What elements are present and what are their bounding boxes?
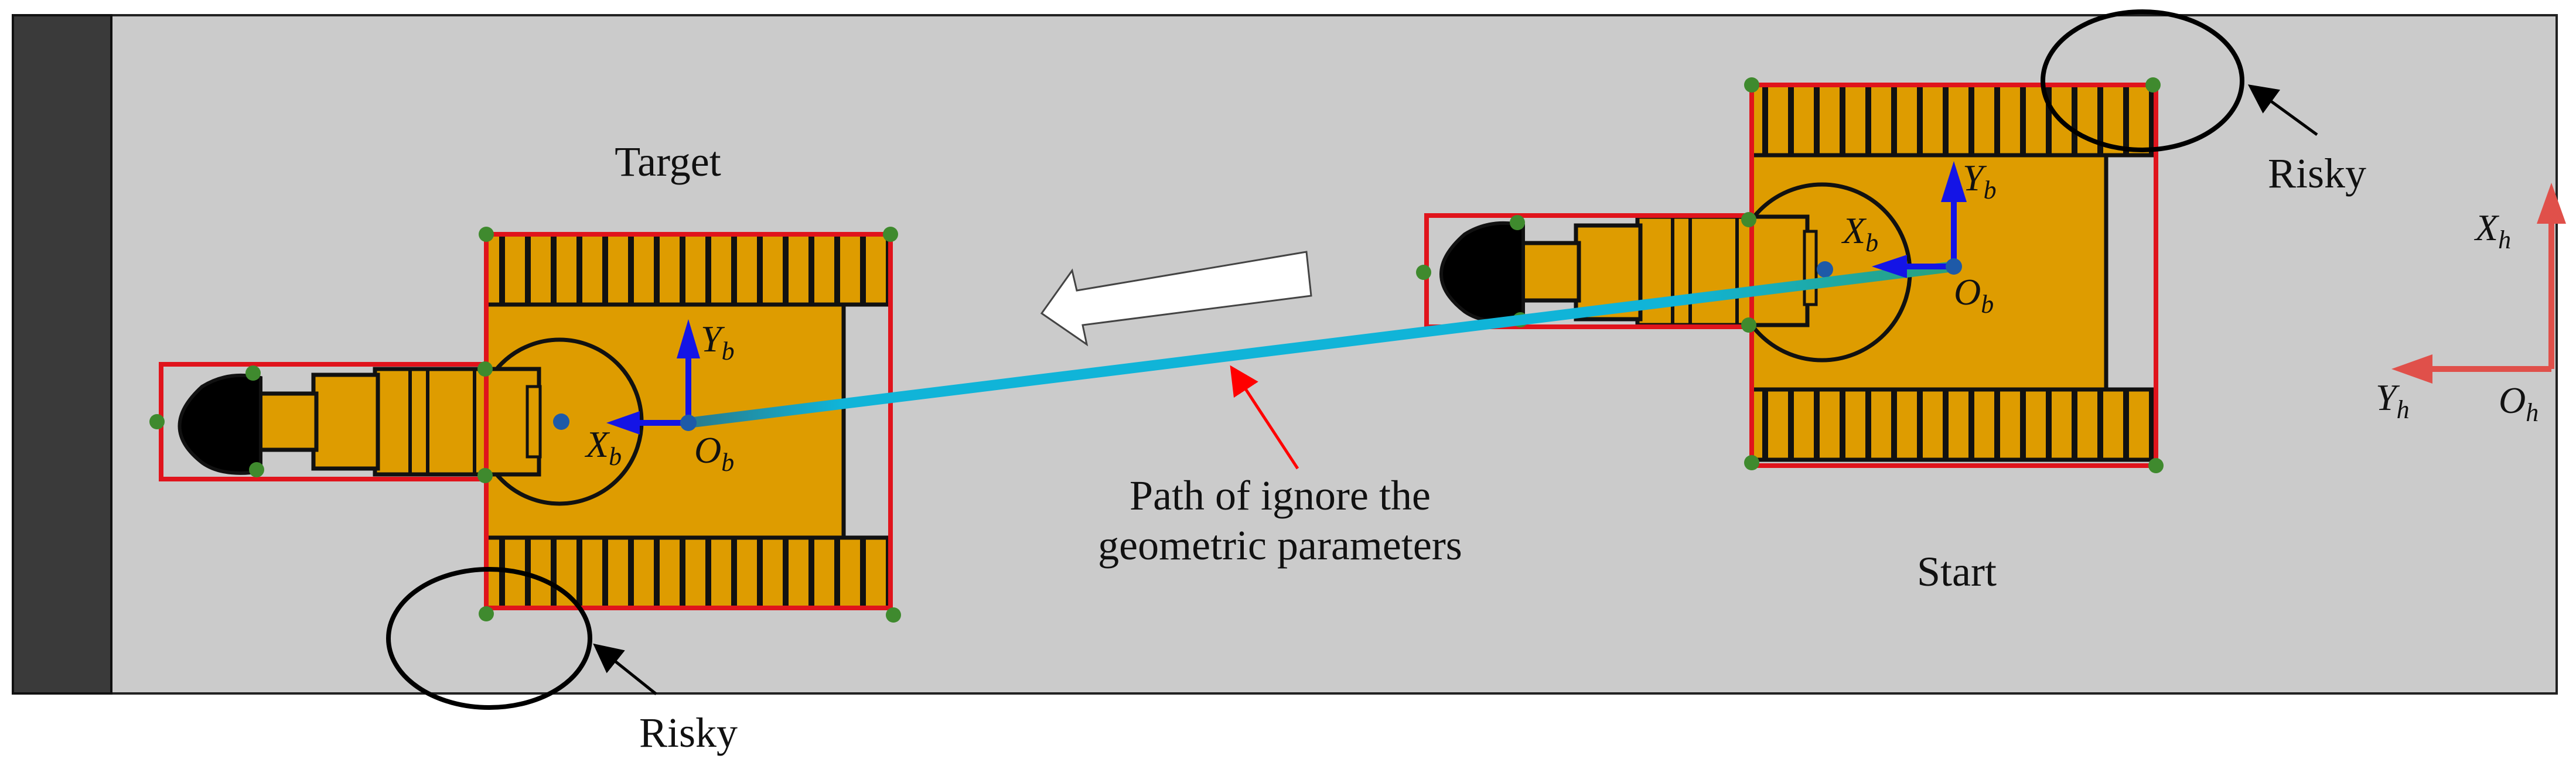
start-boom-base: [1635, 214, 1810, 327]
target-label: Target: [615, 138, 721, 185]
target-center-point: [553, 413, 569, 430]
wall: [12, 14, 112, 695]
target-yb-label: Yb: [701, 318, 735, 365]
risky-pointer-top: [2247, 84, 2318, 136]
risky-label-top: Risky: [2268, 150, 2366, 197]
start-track-upper: [1749, 83, 2158, 158]
start-corner-point: [1744, 455, 1759, 470]
start-corner-point: [1741, 317, 1756, 333]
path-caption-line1: Path of ignore the: [1130, 472, 1431, 519]
start-xb-arrowhead: [1872, 255, 1907, 278]
target-boom-base: [373, 367, 541, 477]
target-corner-point: [883, 227, 898, 242]
target-xb-label: Xb: [584, 423, 622, 471]
start-boom-cap: [1803, 230, 1818, 306]
target-corner-point: [245, 365, 261, 381]
start-yb-arrowhead: [1941, 161, 1967, 202]
target-stick: [255, 391, 319, 452]
start-ob-label: Ob: [1954, 271, 1994, 319]
start-body-axes: [1872, 161, 1967, 278]
start-corner-point: [2145, 77, 2161, 93]
risky-label-bottom: Risky: [639, 709, 738, 756]
start-corner-point: [1416, 265, 1431, 280]
target-corner-point: [249, 462, 264, 477]
target-ob-label: Ob: [694, 429, 734, 477]
start-stick: [1518, 241, 1581, 303]
target-corner-point: [886, 607, 901, 623]
home-xh-arrowhead: [2537, 183, 2566, 224]
start-origin-point: [1946, 258, 1962, 275]
start-yb-label: Yb: [1963, 157, 1997, 204]
target-track-upper: [484, 232, 893, 307]
home-xh-label: Xh: [2473, 207, 2511, 254]
home-axes: [2391, 183, 2566, 384]
target-boom-cap: [526, 385, 542, 459]
path-pointer: [1230, 365, 1299, 470]
path-line: [683, 261, 1959, 428]
target-body-axes: [606, 319, 700, 435]
start-track-lower: [1749, 387, 2158, 462]
home-yh-arrowhead: [2391, 354, 2432, 384]
target-corner-point: [477, 468, 493, 483]
start-xb-label: Xb: [1841, 210, 1878, 257]
target-arm: [311, 372, 380, 471]
start-corner-point: [1510, 215, 1525, 230]
start-corner-point: [2148, 458, 2164, 473]
home-yh-label: Yh: [2376, 377, 2410, 424]
target-yb-arrowhead: [677, 319, 700, 358]
start-corner-point: [1744, 77, 1759, 93]
target-excavator: [149, 227, 901, 623]
target-corner-point: [477, 361, 493, 377]
risky-pointer-bottom: [593, 643, 657, 695]
target-corner-point: [479, 606, 494, 621]
target-track-lower: [484, 535, 893, 610]
target-bucket: [178, 373, 262, 475]
target-corner-point: [149, 414, 165, 429]
risky-ellipse-top: [2041, 9, 2244, 152]
start-center-point: [1817, 261, 1833, 278]
start-label: Start: [1917, 548, 1997, 595]
target-origin-point: [680, 415, 697, 431]
target-xb-arrowhead: [606, 411, 640, 435]
home-oh-label: Oh: [2499, 380, 2539, 427]
direction-arrow: [1040, 251, 1312, 347]
risky-ellipse-bottom: [386, 567, 592, 710]
path-caption-line2: geometric parameters: [1098, 522, 1462, 569]
start-corner-point: [1741, 212, 1756, 227]
target-corner-point: [479, 227, 494, 242]
